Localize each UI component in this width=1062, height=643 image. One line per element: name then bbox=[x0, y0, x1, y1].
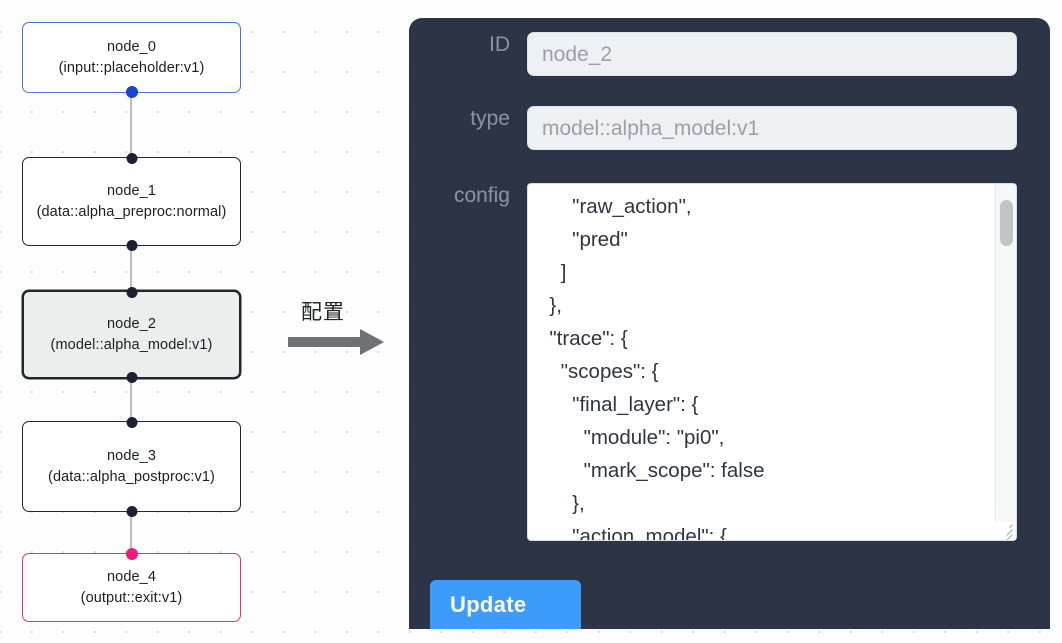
config-scrollbar-thumb[interactable] bbox=[1000, 200, 1013, 246]
config-label: config bbox=[453, 184, 510, 207]
node-title: node_2 bbox=[107, 315, 156, 332]
id-input[interactable]: node_2 bbox=[527, 32, 1017, 76]
node-port-out[interactable] bbox=[125, 86, 138, 98]
node-port-in[interactable] bbox=[126, 152, 137, 164]
edge-node1-node2 bbox=[130, 245, 132, 291]
node-title: node_4 bbox=[107, 568, 156, 585]
node-title: node_3 bbox=[107, 447, 156, 464]
field-row-type: type model::alpha_model:v1 bbox=[409, 106, 1050, 150]
node-port-in[interactable] bbox=[126, 416, 137, 428]
node-port-out[interactable] bbox=[126, 371, 137, 383]
node-port-out[interactable] bbox=[126, 239, 137, 251]
graph-node-node_2[interactable]: node_2 (model::alpha_model:v1) bbox=[22, 286, 241, 383]
field-row-id: ID node_2 bbox=[409, 32, 1050, 76]
edge-node0-node1 bbox=[130, 93, 132, 162]
edge-node2-node3 bbox=[130, 377, 132, 421]
edge-node3-node4 bbox=[130, 511, 132, 553]
field-row-config: config "raw_action", "pred" ] }, "trace"… bbox=[409, 183, 1050, 541]
node-title: node_1 bbox=[107, 182, 156, 199]
resize-grip-icon[interactable] bbox=[996, 520, 1015, 540]
node-subtitle: (data::alpha_preproc:normal) bbox=[36, 203, 227, 220]
node-port-in[interactable] bbox=[125, 548, 138, 560]
node-config-panel: ID node_2 type model::alpha_model:v1 con… bbox=[409, 18, 1050, 629]
update-button[interactable]: Update bbox=[430, 580, 581, 629]
id-label: ID bbox=[489, 33, 510, 56]
type-label: type bbox=[470, 107, 510, 130]
node-subtitle: (input::placeholder:v1) bbox=[58, 59, 205, 76]
node-subtitle: (data::alpha_postproc:v1) bbox=[48, 468, 215, 485]
graph-node-node_1[interactable]: node_1 (data::alpha_preproc:normal) bbox=[22, 152, 241, 251]
node-port-in[interactable] bbox=[126, 286, 137, 298]
graph-node-node_3[interactable]: node_3 (data::alpha_postproc:v1) bbox=[22, 416, 241, 517]
config-scrollbar[interactable] bbox=[995, 184, 1016, 522]
node-title: node_0 bbox=[107, 38, 156, 55]
config-textarea[interactable]: "raw_action", "pred" ] }, "trace": { "sc… bbox=[549, 195, 765, 541]
node-subtitle: (output::exit:v1) bbox=[80, 589, 183, 606]
type-input[interactable]: model::alpha_model:v1 bbox=[527, 106, 1017, 150]
annotation-label: 配置 bbox=[301, 300, 345, 324]
node-subtitle: (model::alpha_model:v1) bbox=[50, 336, 213, 353]
config-textarea-wrapper: "raw_action", "pred" ] }, "trace": { "sc… bbox=[527, 183, 1017, 541]
configure-annotation: 配置 bbox=[288, 296, 403, 366]
graph-node-node_4[interactable]: node_4 (output::exit:v1) bbox=[22, 548, 241, 622]
graph-node-node_0[interactable]: node_0 (input::placeholder:v1) bbox=[22, 22, 241, 98]
arrow-right-icon bbox=[288, 329, 384, 355]
node-port-out[interactable] bbox=[126, 505, 137, 517]
